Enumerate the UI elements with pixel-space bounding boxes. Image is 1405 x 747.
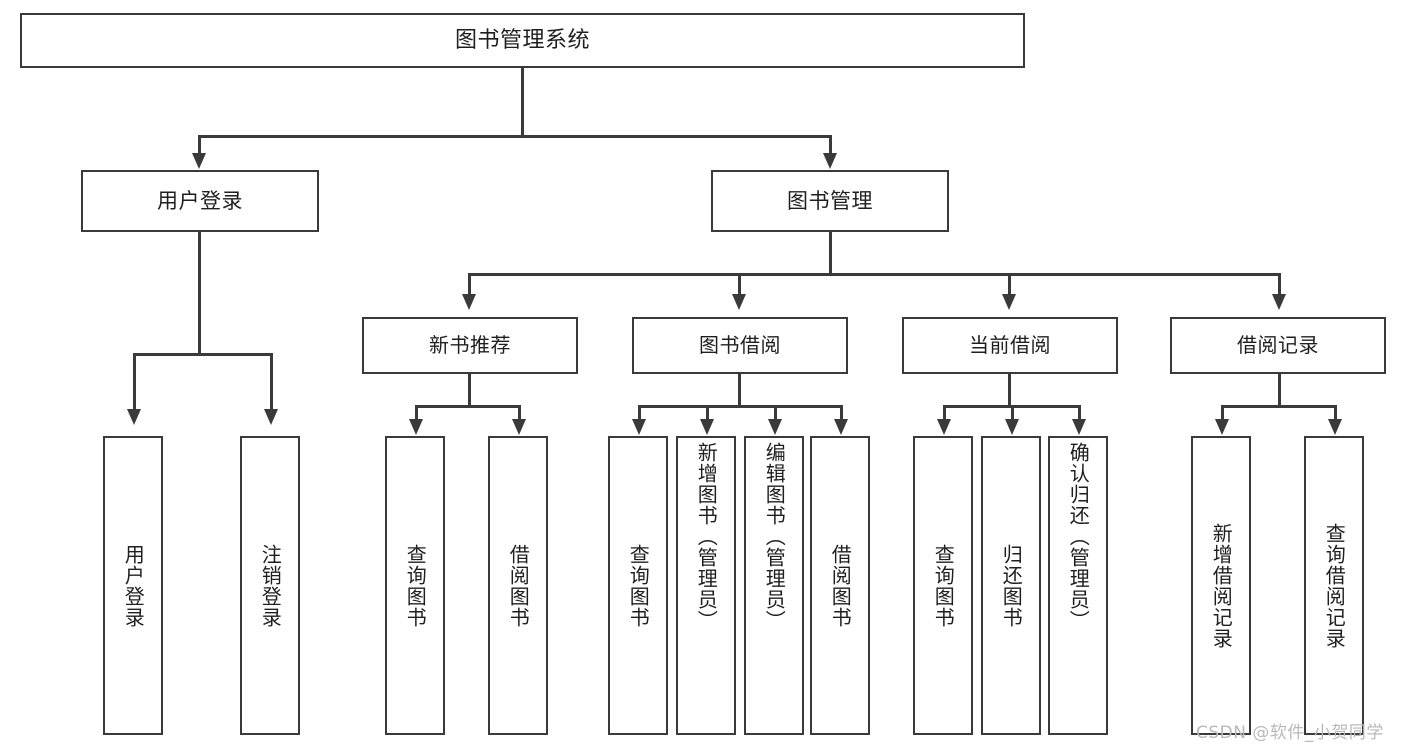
leaf-book-borrow-query-book[interactable]: 查询图书: [608, 436, 668, 735]
connector-book-manage-to-l3-3: [1008, 273, 1011, 303]
leaf-borrow-record-query-record[interactable]: 查询借阅记录: [1304, 436, 1364, 735]
arrowhead-borrow-record-leaf-2: [1328, 419, 1342, 435]
connector-current-borrow-to-leaf-3: [1078, 405, 1081, 423]
connector-current-borrow-stem: [1008, 374, 1011, 407]
leaf-label: 查询图书: [626, 543, 651, 628]
arrowhead-borrow-record-leaf-1: [1215, 419, 1229, 435]
arrowhead-user-login-leaf-1: [127, 409, 141, 425]
leaf-new-book-query-book[interactable]: 查询图书: [385, 436, 445, 735]
arrowhead-current-borrow-leaf-3: [1072, 419, 1086, 435]
leaf-label: 新增借阅记录: [1209, 522, 1234, 649]
leaf-label: 用户登录: [121, 543, 146, 628]
leaf-label: 归还图书: [999, 543, 1024, 628]
leaf-current-borrow-confirm-return-admin[interactable]: 确认归还（管理员）: [1048, 436, 1108, 735]
leaf-label: 注销登录: [258, 543, 283, 628]
connector-current-borrow-to-leaf-1: [943, 405, 946, 423]
connector-root-stem: [521, 68, 524, 136]
arrowhead-user-login-leaf-2: [264, 409, 278, 425]
node-label: 用户登录: [157, 188, 243, 213]
connector-borrow-record-bus: [1221, 405, 1337, 408]
node-label: 新书推荐: [429, 333, 511, 357]
connector-book-manage-to-l3-1: [468, 273, 471, 303]
connector-root-to-book-manage: [829, 135, 832, 163]
arrowhead-book-borrow-leaf-1: [632, 419, 646, 435]
leaf-book-borrow-edit-book-admin[interactable]: 编辑图书（管理员）: [744, 436, 804, 735]
node-user-login[interactable]: 用户登录: [81, 170, 319, 232]
connector-user-login-bus: [133, 353, 272, 356]
leaf-label: 借阅图书: [506, 543, 531, 628]
connector-borrow-record-to-leaf-2: [1334, 405, 1337, 423]
connector-book-borrow-bus: [638, 405, 842, 408]
leaf-user-login-logout[interactable]: 注销登录: [240, 436, 300, 735]
connector-book-manage-stem: [829, 232, 832, 275]
leaf-book-borrow-add-book-admin[interactable]: 新增图书（管理员）: [676, 436, 736, 735]
arrowhead-l3-borrow-record: [1272, 294, 1286, 310]
leaf-label: 编辑图书（管理员）: [762, 442, 787, 631]
leaf-current-borrow-query-book[interactable]: 查询图书: [913, 436, 973, 735]
arrowhead-current-borrow-leaf-1: [937, 419, 951, 435]
node-book-management[interactable]: 图书管理: [711, 170, 949, 232]
leaf-book-borrow-borrow-book[interactable]: 借阅图书: [810, 436, 870, 735]
connector-user-login-stem: [198, 232, 201, 355]
node-label: 图书借阅: [699, 333, 781, 357]
connector-borrow-record-to-leaf-1: [1221, 405, 1224, 423]
connector-book-borrow-stem: [738, 374, 741, 407]
connector-user-login-to-leaf-1: [133, 353, 136, 419]
connector-book-borrow-to-leaf-1: [638, 405, 641, 423]
node-current-borrow[interactable]: 当前借阅: [902, 317, 1118, 374]
connector-new-book-bus: [415, 405, 521, 408]
connector-book-manage-to-l3-4: [1278, 273, 1281, 303]
connector-book-borrow-to-leaf-3: [774, 405, 777, 423]
arrowhead-user-login: [192, 153, 206, 169]
arrowhead-book-borrow-leaf-2: [700, 419, 714, 435]
connector-book-manage-bus: [468, 273, 1280, 276]
leaf-label: 借阅图书: [828, 543, 853, 628]
node-root-library-system[interactable]: 图书管理系统: [20, 13, 1025, 68]
connector-current-borrow-to-leaf-2: [1011, 405, 1014, 423]
leaf-label: 查询借阅记录: [1322, 522, 1347, 649]
arrowhead-book-borrow-leaf-3: [768, 419, 782, 435]
arrowhead-book-manage: [823, 153, 837, 169]
connector-user-login-to-leaf-2: [270, 353, 273, 419]
connector-borrow-record-stem: [1278, 374, 1281, 407]
node-label: 当前借阅: [969, 333, 1051, 357]
leaf-new-book-borrow-book[interactable]: 借阅图书: [488, 436, 548, 735]
leaf-borrow-record-add-record[interactable]: 新增借阅记录: [1191, 436, 1251, 735]
leaf-current-borrow-return-book[interactable]: 归还图书: [981, 436, 1041, 735]
node-label: 图书管理: [787, 188, 873, 213]
arrowhead-current-borrow-leaf-2: [1005, 419, 1019, 435]
connector-book-manage-to-l3-2: [738, 273, 741, 303]
connector-book-borrow-to-leaf-4: [840, 405, 843, 423]
leaf-label: 查询图书: [403, 543, 428, 628]
arrowhead-new-book-leaf-1: [409, 419, 423, 435]
leaf-label: 查询图书: [931, 543, 956, 628]
arrowhead-l3-new-book: [462, 294, 476, 310]
node-book-borrow[interactable]: 图书借阅: [632, 317, 848, 374]
connector-book-borrow-to-leaf-2: [706, 405, 709, 423]
connector-new-book-stem: [468, 374, 471, 407]
leaf-label: 新增图书（管理员）: [694, 442, 719, 631]
leaf-label: 确认归还（管理员）: [1066, 442, 1091, 631]
node-label: 借阅记录: [1237, 333, 1319, 357]
node-new-book-recommend[interactable]: 新书推荐: [362, 317, 578, 374]
arrowhead-book-borrow-leaf-4: [834, 419, 848, 435]
node-label: 图书管理系统: [454, 27, 590, 53]
leaf-user-login-login[interactable]: 用户登录: [103, 436, 163, 735]
node-borrow-record[interactable]: 借阅记录: [1170, 317, 1386, 374]
connector-new-book-to-leaf-2: [518, 405, 521, 423]
arrowhead-l3-book-borrow: [732, 294, 746, 310]
connector-root-to-user-login: [198, 135, 201, 163]
connector-root-bus: [198, 135, 831, 138]
connector-new-book-to-leaf-1: [415, 405, 418, 423]
arrowhead-new-book-leaf-2: [512, 419, 526, 435]
arrowhead-l3-current-borrow: [1002, 294, 1016, 310]
